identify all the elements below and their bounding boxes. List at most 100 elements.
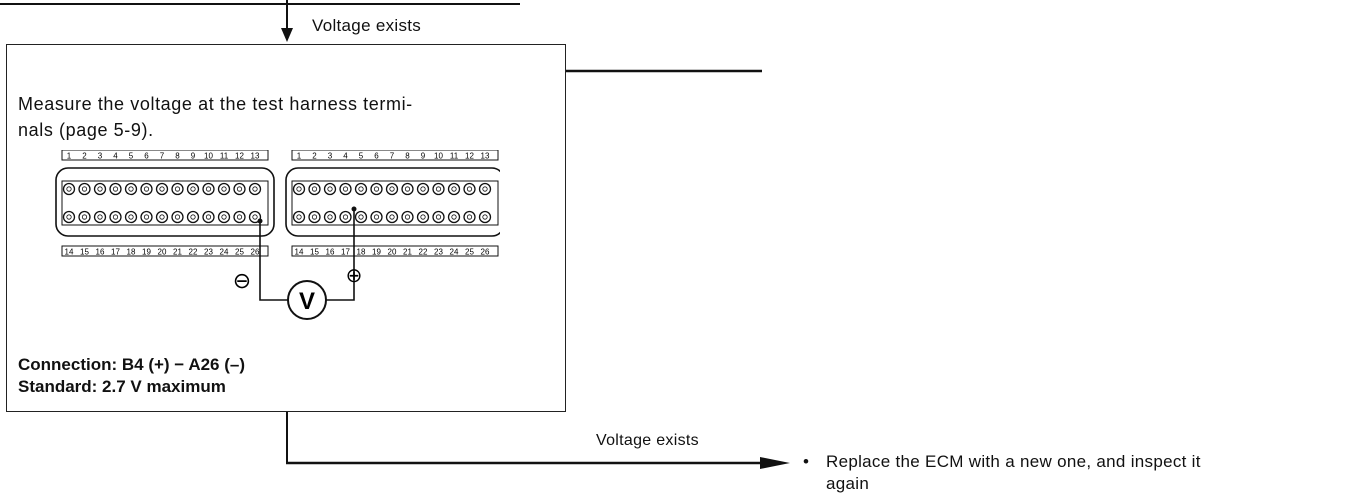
- connector-b-top-pin-number: 3: [328, 152, 333, 161]
- connector-b-pin: [432, 210, 445, 224]
- connector-a-pin: [171, 182, 184, 196]
- connector-b-pin: [370, 210, 383, 224]
- connector-b-top-number-strip: [291, 150, 499, 161]
- connector-b-pin: [463, 182, 476, 196]
- connector-a-bottom-pin-number: 20: [158, 248, 167, 257]
- connector-b-pin: [416, 182, 430, 196]
- bottom-arrow-head: [760, 457, 790, 469]
- connector-b-pin: [447, 182, 461, 196]
- connector-a-top-pin-number: 4: [113, 152, 118, 161]
- negative-terminal-symbol: ⊖: [233, 268, 251, 293]
- connector-b-top-pin-number: 1: [297, 152, 302, 161]
- flow-bottom-label: Voltage exists: [596, 432, 699, 449]
- connector-b-pin: [478, 182, 492, 196]
- connector-b-bottom-pin-number: 15: [310, 248, 319, 257]
- connector-a-bottom-pin-number: 16: [96, 248, 105, 257]
- connector-b-pin: [308, 182, 321, 196]
- connector-b-bottom-pin-number: 14: [295, 248, 304, 257]
- connector-a-pin: [109, 182, 122, 196]
- connector-a-pin: [109, 210, 122, 224]
- connector-b-top-pin-number: 5: [359, 152, 364, 161]
- connector-b-pin: [292, 210, 306, 224]
- connector-b-bottom-pin-number: 21: [403, 248, 412, 257]
- connector-b-top-pin-number: 12: [465, 152, 474, 161]
- connector-a-bottom-pin-number: 15: [80, 248, 89, 257]
- connector-a-top-pin-number: 5: [129, 152, 134, 161]
- connector-b-top-pin-number: 8: [405, 152, 410, 161]
- connector-a-top-pin-number: 3: [98, 152, 103, 161]
- connector-a-pin: [155, 210, 169, 224]
- connector-b-pin: [432, 182, 445, 196]
- instruction-line-1: Measure the voltage at the test harness …: [18, 94, 413, 114]
- connector-a-pin: [248, 182, 262, 196]
- connector-a-top-pin-number: 11: [220, 152, 229, 161]
- connector-a-bottom-pin-number: 18: [127, 248, 136, 257]
- connector-a-bottom-pin-number: 17: [111, 248, 120, 257]
- flow-top-label: Voltage exists: [312, 16, 422, 35]
- connector-b-top-pin-number: 11: [450, 152, 459, 161]
- connector-b-bottom-pin-number: 20: [388, 248, 397, 257]
- positive-probe-wire: [314, 209, 355, 301]
- connector-a-pin: [62, 210, 76, 224]
- connector-a-pin: [233, 210, 246, 224]
- connector-b-pin: [339, 182, 352, 196]
- connector-b-pin: [323, 182, 337, 196]
- connector-a-pin: [62, 182, 76, 196]
- voltmeter-symbol: V: [299, 288, 315, 315]
- connector-b-pin: [292, 182, 306, 196]
- standard-spec: Standard: 2.7 V maximum: [18, 377, 226, 396]
- connector-a-pin: [93, 210, 107, 224]
- top-arrow-head: [281, 28, 293, 42]
- connector-b-pin: [463, 210, 476, 224]
- connector-b-bottom-number-strip: [291, 245, 499, 257]
- connector-b-pin: [401, 182, 414, 196]
- connector-a-bottom-pin-number: 26: [251, 248, 260, 257]
- connector-b-top-pin-number: 10: [434, 152, 443, 161]
- connector-a-top-pin-number: 13: [251, 152, 260, 161]
- connector-b-pin: [370, 182, 383, 196]
- connector-a-pin: [78, 210, 91, 224]
- result-line-1: Replace the ECM with a new one, and insp…: [826, 452, 1201, 471]
- connector-a-pin: [233, 182, 246, 196]
- connector-b-bottom-pin-number: 24: [450, 248, 459, 257]
- instruction-line-2: nals (page 5-9).: [18, 120, 154, 140]
- connector-a-bottom-pin-number: 24: [220, 248, 229, 257]
- connector-b-top-pin-number: 6: [374, 152, 379, 161]
- connector-a-top-pin-number: 2: [82, 152, 87, 161]
- connector-a-pin: [186, 210, 200, 224]
- connector-a-bottom-pin-number: 21: [173, 248, 182, 257]
- connector-a-pin: [217, 182, 231, 196]
- connector-a-pin: [217, 210, 231, 224]
- connector-a-top-pin-number: 1: [67, 152, 72, 161]
- connector-b-bottom-pin-number: 23: [434, 248, 443, 257]
- step-box: [6, 44, 566, 412]
- connector-b-pin: [401, 210, 414, 224]
- connector-b-pin: [385, 182, 399, 196]
- connector-b-pin: [447, 210, 461, 224]
- connector-a-pin: [202, 210, 215, 224]
- connector-b-pin: [478, 210, 492, 224]
- connector-a-pin: [171, 210, 184, 224]
- connector-a-pin: [124, 182, 138, 196]
- connector-a-bottom-pin-number: 19: [142, 248, 151, 257]
- voltmeter-icon: [287, 280, 327, 320]
- connector-a-top-pin-number: 8: [175, 152, 180, 161]
- connector-a-bottom-number-strip: [61, 245, 269, 257]
- connector-a-bottom-pin-number: 22: [189, 248, 198, 257]
- connector-b-bottom-pin-number: 16: [326, 248, 335, 257]
- connector-a-housing: [55, 167, 275, 237]
- connector-a-top-pin-number: 10: [204, 152, 213, 161]
- connector-b-top-pin-number: 2: [312, 152, 317, 161]
- connector-a-pin: [202, 182, 215, 196]
- negative-probe-wire: [259, 221, 300, 301]
- connector-a-bottom-pin-number: 23: [204, 248, 213, 257]
- connector-b-housing: [285, 167, 500, 237]
- connector-b-bottom-pin-number: 22: [419, 248, 428, 257]
- connection-spec: Connection: B4 (+) − A26 (–): [18, 355, 246, 374]
- connector-a-pin: [140, 182, 153, 196]
- connector-a-top-pin-number: 7: [160, 152, 165, 161]
